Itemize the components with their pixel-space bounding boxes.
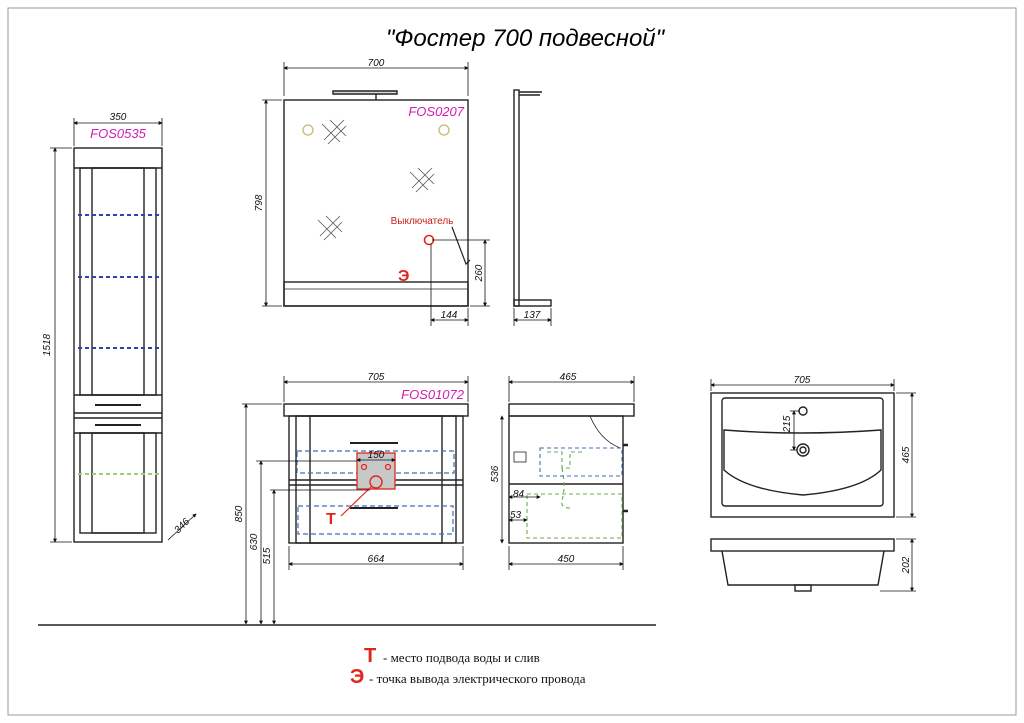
drawing-frame [7,7,1017,716]
mirror-side-view [513,89,552,307]
water-leader [340,485,373,517]
vanity-depth-label: 465 [560,372,577,383]
vanity-width-label: 705 [368,372,385,383]
basin-top-view [710,392,895,518]
basin-front-dimensions [880,538,916,592]
water-mark: Т [326,511,336,528]
height-515-label: 515 [262,547,273,564]
mirror-reflection-marks [317,119,435,241]
cabinet-width-label: 350 [110,112,127,123]
legend-electric-text: - точка вывода электрического провода [369,671,586,686]
vanity-code: FOS01072 [401,387,465,402]
vanity-side-plumbing [526,447,623,539]
switch-leader [451,226,471,266]
cabinet-shelves [78,214,160,475]
mirror-width-label: 700 [368,58,385,69]
legend-water-text: - место подвода воды и слив [383,650,540,665]
basin-front-view [710,538,895,592]
cabinet-view [73,147,163,543]
vanity-dimensions [242,376,469,625]
mirror-lamps [302,124,450,136]
tap-offset-label: 215 [782,415,793,433]
mirror-code: FOS0207 [408,104,464,119]
vanity-side-view [508,403,635,544]
mirror-side-dimensions [513,308,552,326]
cabinet-dimensions [50,118,197,543]
mirror-view [283,90,469,307]
vanity-bottom-depth-label: 450 [558,554,575,565]
cabinet-height-label: 1518 [42,333,53,356]
legend-electric-symbol: Э [350,666,364,688]
switch-offset-label: 144 [441,310,458,321]
legend: Т - место подвода воды и слив Э - точка … [350,645,586,688]
vanity-side-dimensions [500,376,635,570]
basin-height-label: 202 [901,556,912,574]
dim-84-label: 84 [513,489,525,500]
basin-width-label: 705 [794,375,811,386]
supply-width-label: 150 [368,450,385,461]
dim-53-label: 53 [510,510,522,521]
legend-water-symbol: Т [364,645,376,667]
vanity-inner-width-label: 664 [368,554,385,565]
mirror-dimensions [262,62,490,326]
drawing-title: "Фостер 700 подвесной" [386,25,666,52]
basin-depth-label: 465 [901,446,912,463]
switch-label: Выключатель [391,216,454,227]
switch-height-label: 260 [474,264,485,282]
mirror-depth-label: 137 [524,310,541,321]
vanity-height-label: 536 [490,465,501,482]
mirror-height-label: 798 [254,194,265,211]
electric-mark: Э [398,268,409,285]
height-850-label: 850 [234,505,245,522]
basin-top-dimensions [710,379,916,518]
height-630-label: 630 [249,533,260,550]
cabinet-code: FOS0535 [90,126,146,141]
